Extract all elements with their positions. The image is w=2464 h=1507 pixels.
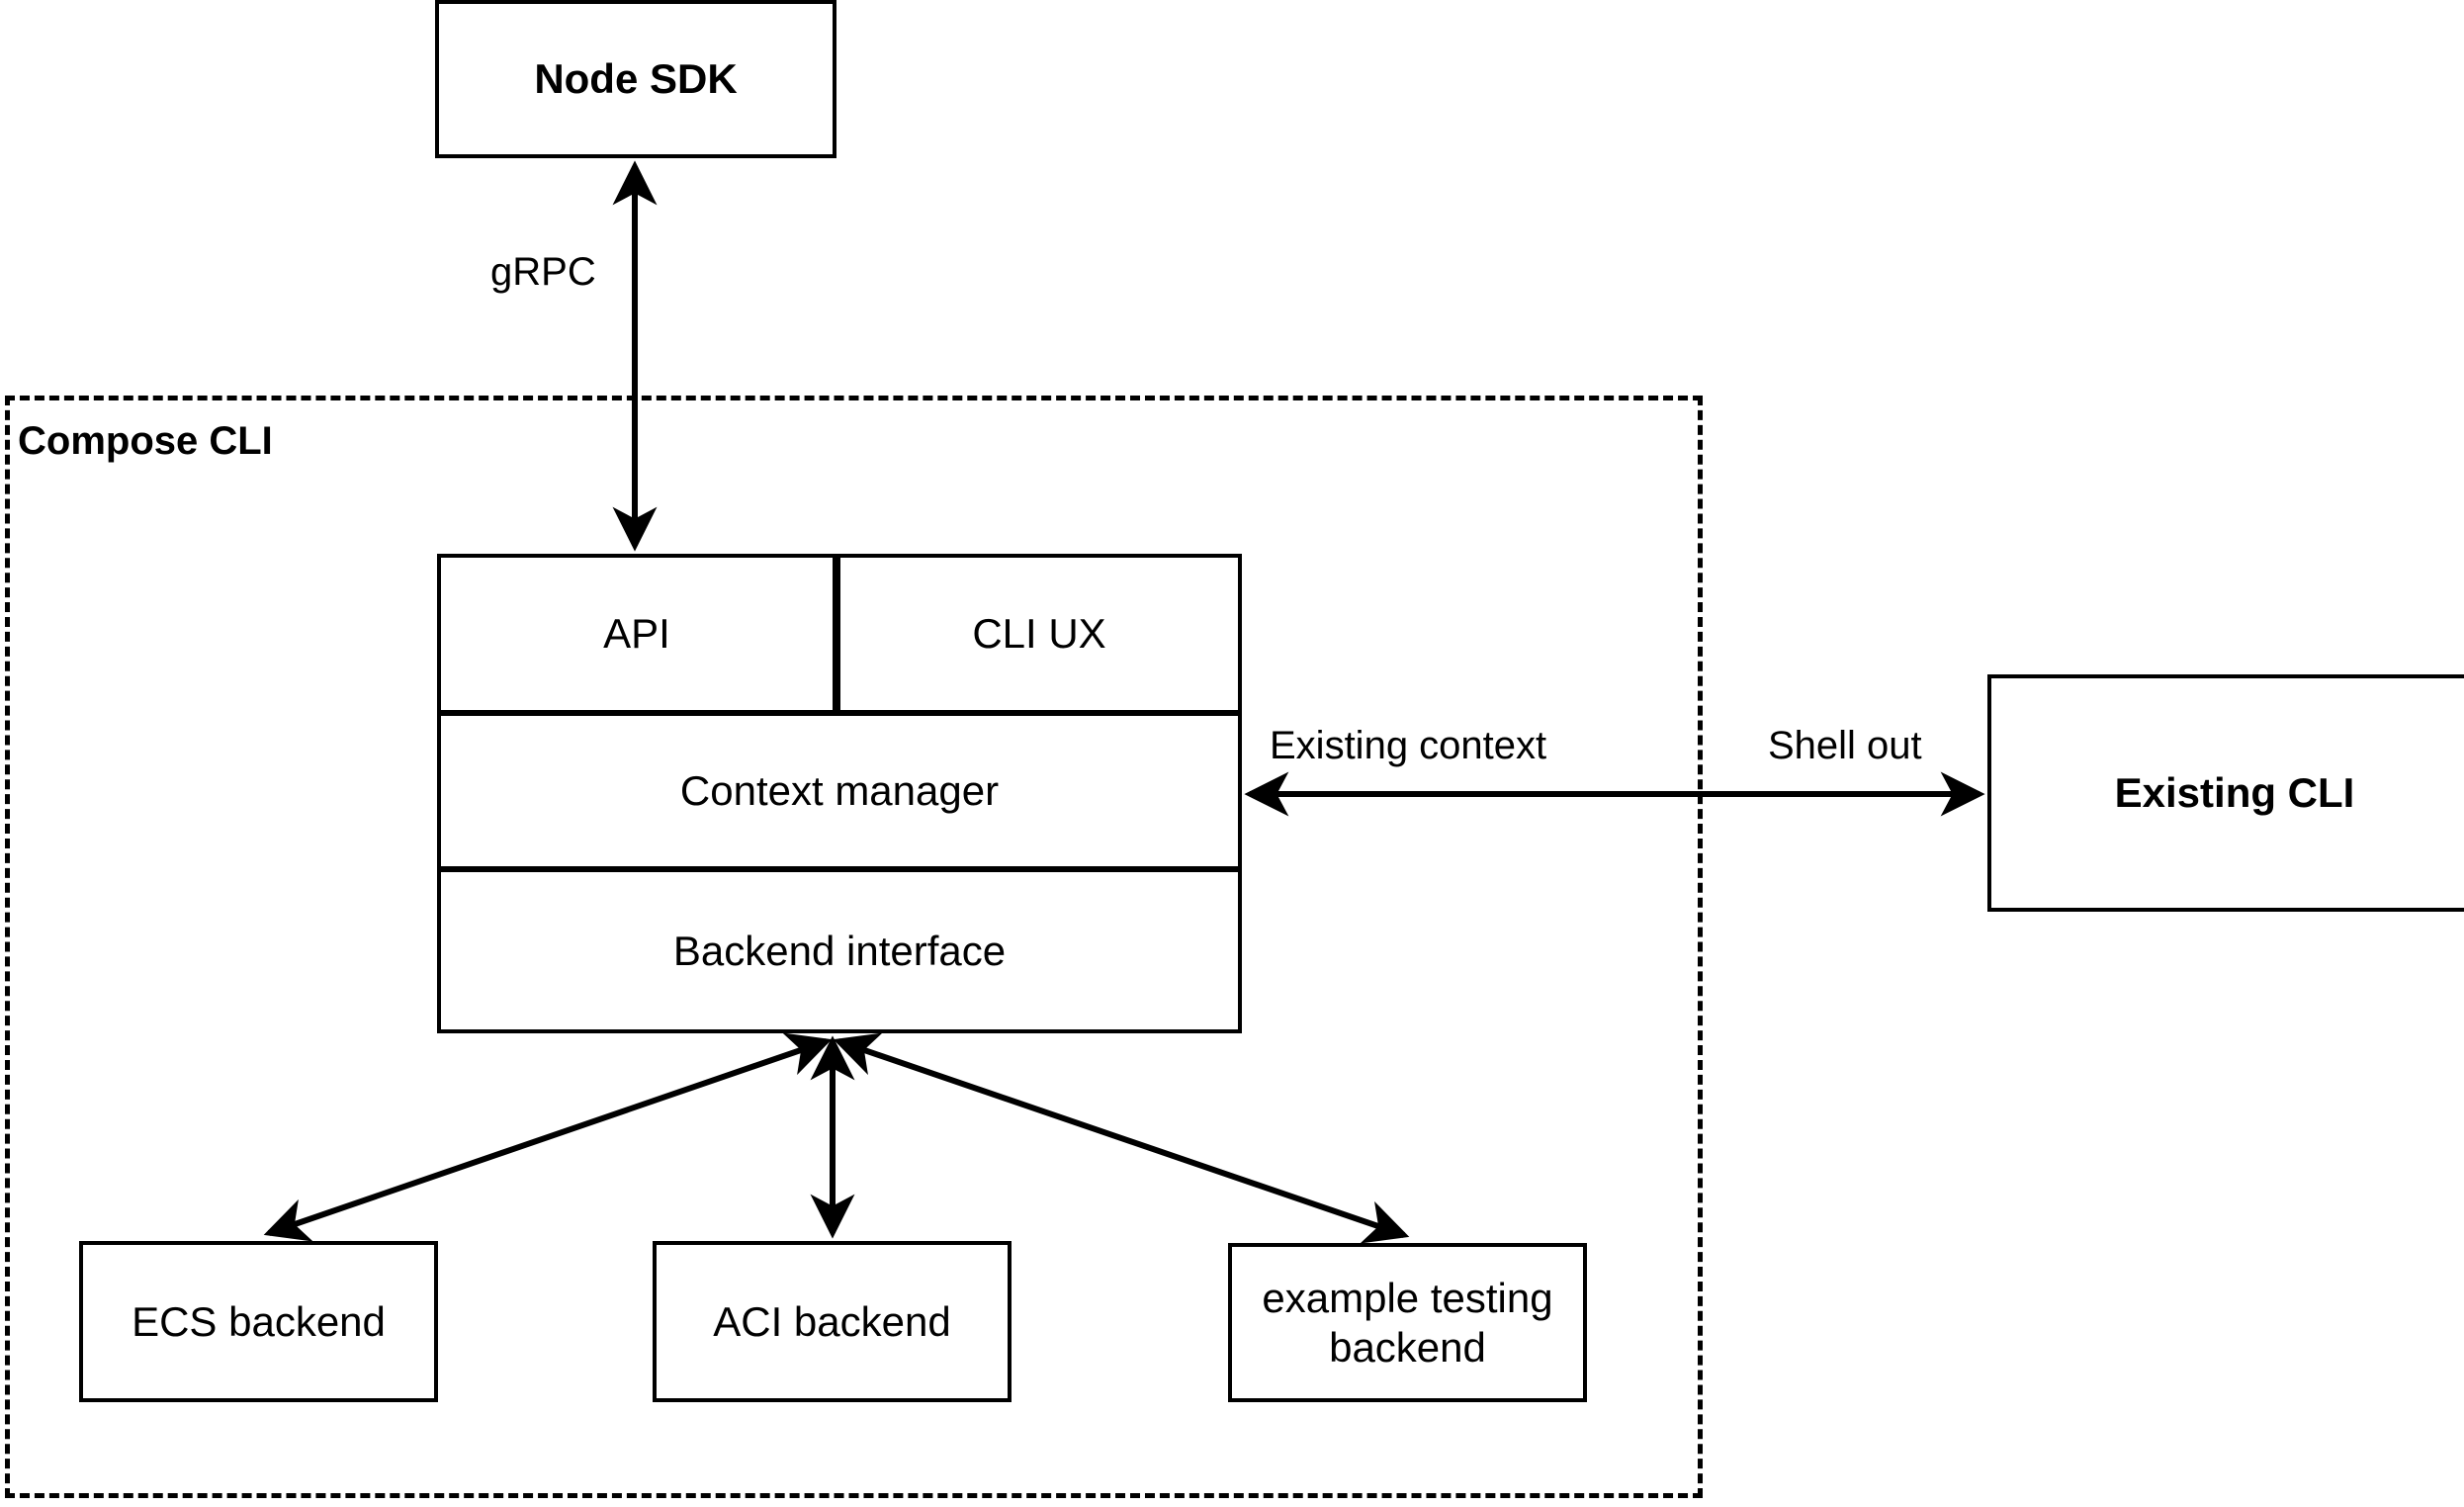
node-aci-backend[interactable]: ACI backend — [653, 1241, 1012, 1402]
node-existing-cli-label: Existing CLI — [2114, 769, 2355, 817]
node-cli-ux[interactable]: CLI UX — [836, 554, 1242, 714]
node-backend-interface-label: Backend interface — [672, 927, 1007, 974]
compose-cli-group-boundary — [5, 396, 1703, 1498]
node-context-manager[interactable]: Context manager — [437, 712, 1242, 870]
node-backend-interface[interactable]: Backend interface — [437, 868, 1242, 1033]
node-api-label: API — [603, 610, 670, 658]
node-example-testing-backend-label: example testing backend — [1262, 1274, 1552, 1372]
node-aci-backend-label: ACI backend — [713, 1297, 951, 1345]
node-existing-cli[interactable]: Existing CLI — [1987, 674, 2464, 912]
edge-label-grpc: gRPC — [484, 250, 602, 295]
node-api[interactable]: API — [437, 554, 836, 714]
edge-label-existing-context: Existing context — [1264, 724, 1553, 768]
node-example-testing-backend-line2: backend — [1329, 1323, 1486, 1371]
node-ecs-backend[interactable]: ECS backend — [79, 1241, 438, 1402]
node-context-manager-label: Context manager — [679, 767, 1000, 815]
compose-cli-group-label: Compose CLI — [18, 419, 273, 463]
node-example-testing-backend-line1: example testing — [1262, 1274, 1553, 1321]
node-example-testing-backend[interactable]: example testing backend — [1228, 1243, 1587, 1402]
node-ecs-backend-label: ECS backend — [132, 1297, 386, 1345]
node-cli-ux-label: CLI UX — [972, 610, 1106, 658]
edge-label-shell-out: Shell out — [1762, 724, 1928, 768]
node-node-sdk-label: Node SDK — [534, 55, 738, 103]
node-node-sdk[interactable]: Node SDK — [435, 0, 836, 158]
